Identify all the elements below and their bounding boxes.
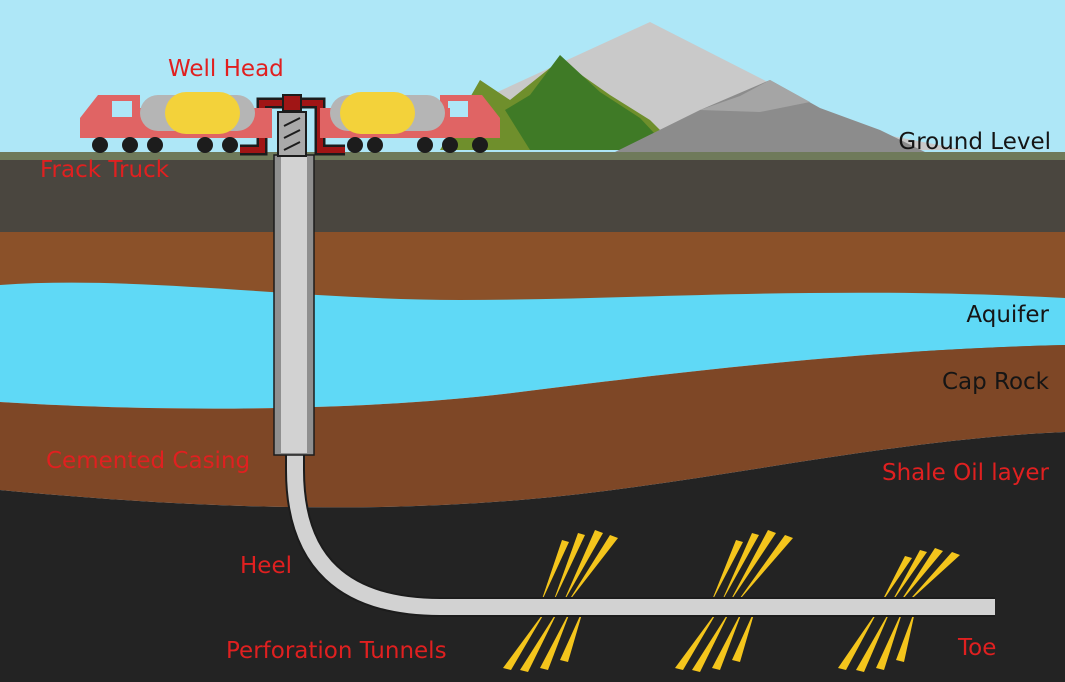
grey-ridge <box>615 80 925 152</box>
aquifer-label: Aquifer <box>966 302 1049 328</box>
fracture-fan-1 <box>503 530 618 672</box>
well-head <box>240 94 345 157</box>
well-bore <box>273 154 995 617</box>
cap-rock-label: Cap Rock <box>941 369 1049 395</box>
dark-green-hill <box>505 55 670 150</box>
cemented-casing-label: Cemented Casing <box>46 448 251 474</box>
cap-rock-layer <box>0 345 1065 508</box>
shale-oil-layer-label: Shale Oil layer <box>881 460 1049 486</box>
fracture-fan-2 <box>675 530 793 672</box>
ground-level-label: Ground Level <box>898 129 1051 155</box>
grey-peak <box>700 80 810 112</box>
shale-layer <box>0 432 1065 682</box>
frack-truck-label: Frack Truck <box>40 157 170 183</box>
frack-truck-right <box>320 92 500 153</box>
topsoil-layer <box>0 160 1065 240</box>
fracture-fan-3 <box>838 548 960 672</box>
well-pipe <box>287 155 995 615</box>
perforation-tunnels-label: Perforation Tunnels <box>226 638 447 664</box>
casing-inner-pipe <box>281 155 307 453</box>
ground-surface <box>0 152 1065 162</box>
aquifer-layer <box>0 282 1065 409</box>
heel-label: Heel <box>240 553 292 579</box>
perforation-fractures <box>503 530 960 672</box>
toe-label: Toe <box>958 635 997 661</box>
frack-truck-left <box>80 92 272 153</box>
well-head-label: Well Head <box>168 56 284 82</box>
